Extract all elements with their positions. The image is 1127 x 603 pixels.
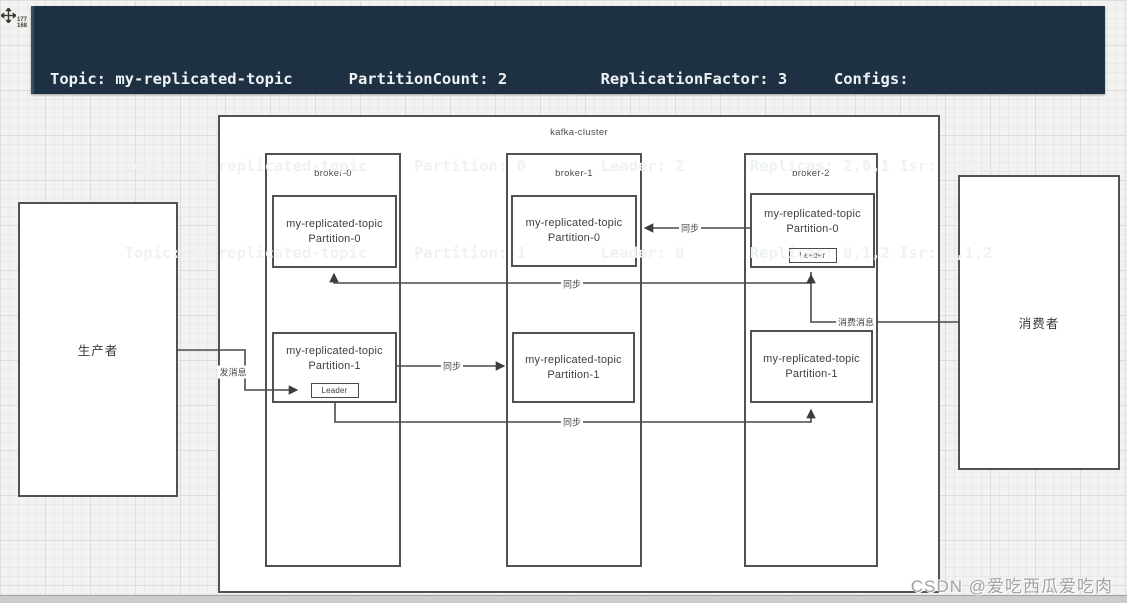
broker1-partition1-box: my-replicated-topic Partition-1 bbox=[512, 332, 635, 403]
move-cursor-icon bbox=[1, 8, 16, 23]
partition-topic: my-replicated-topic bbox=[764, 208, 861, 220]
broker1-partition0-box: my-replicated-topic Partition-0 bbox=[511, 195, 637, 267]
partition-name: Partition-0 bbox=[308, 232, 361, 245]
broker-0-label: broker-0 bbox=[314, 168, 352, 179]
partition-name: Partition-0 bbox=[547, 232, 601, 244]
kafka-cluster-label: kafka-cluster bbox=[550, 127, 608, 138]
leader-badge: Leader bbox=[788, 248, 837, 263]
terminal-line-partition-0: Topic: my-replicated-topic Partition: 0 … bbox=[50, 157, 993, 175]
partition-topic: my-replicated-topic bbox=[286, 345, 383, 357]
broker-2-label: broker-2 bbox=[792, 168, 830, 179]
terminal-output-panel: Topic: my-replicated-topic PartitionCoun… bbox=[31, 6, 1105, 262]
partition-name: Partition-1 bbox=[785, 367, 838, 380]
terminal-line-partition-1: Topic: my-replicated-topic Partition: 1 … bbox=[50, 244, 993, 262]
partition-topic: my-replicated-topic bbox=[286, 217, 383, 230]
cursor-x: 177 bbox=[17, 17, 28, 23]
sync-label-2: 同步 bbox=[560, 415, 584, 429]
csdn-watermark: CSDN @爱吃西瓜爱吃肉 bbox=[910, 577, 1113, 596]
consumer-label: 消费者 bbox=[1018, 317, 1060, 331]
consume-message-label: 消费消息 bbox=[835, 315, 877, 329]
bottom-bar bbox=[0, 595, 1127, 603]
broker2-partition0-box: my-replicated-topic Partition-0 Leader bbox=[750, 193, 875, 268]
partition-name: Partition-1 bbox=[547, 368, 600, 381]
producer-box: 生产者 bbox=[18, 202, 178, 497]
producer-label: 生产者 bbox=[77, 344, 119, 358]
broker0-partition1-box: my-replicated-topic Partition-1 Leader bbox=[272, 332, 397, 403]
partition-topic: my-replicated-topic bbox=[763, 352, 860, 365]
sync-label-1: 同步 bbox=[440, 359, 464, 373]
broker2-partition1-box: my-replicated-topic Partition-1 bbox=[750, 330, 873, 403]
broker-1-label: broker-1 bbox=[555, 168, 593, 179]
leader-badge: Leader bbox=[310, 383, 359, 398]
cursor-y: 168 bbox=[17, 23, 28, 29]
partition-name: Partition-0 bbox=[786, 223, 839, 235]
move-cursor-indicator: 177 168 bbox=[1, 8, 35, 38]
consumer-box: 消费者 bbox=[958, 175, 1120, 470]
terminal-line-topic-summary: Topic: my-replicated-topic PartitionCoun… bbox=[50, 70, 909, 88]
cursor-coordinates: 177 168 bbox=[17, 17, 27, 29]
partition-topic: my-replicated-topic bbox=[525, 353, 622, 366]
partition-name: Partition-1 bbox=[308, 360, 361, 372]
send-message-label: 发消息 bbox=[217, 365, 249, 379]
broker0-partition0-box: my-replicated-topic Partition-0 bbox=[272, 195, 397, 268]
partition-topic: my-replicated-topic bbox=[525, 217, 623, 229]
